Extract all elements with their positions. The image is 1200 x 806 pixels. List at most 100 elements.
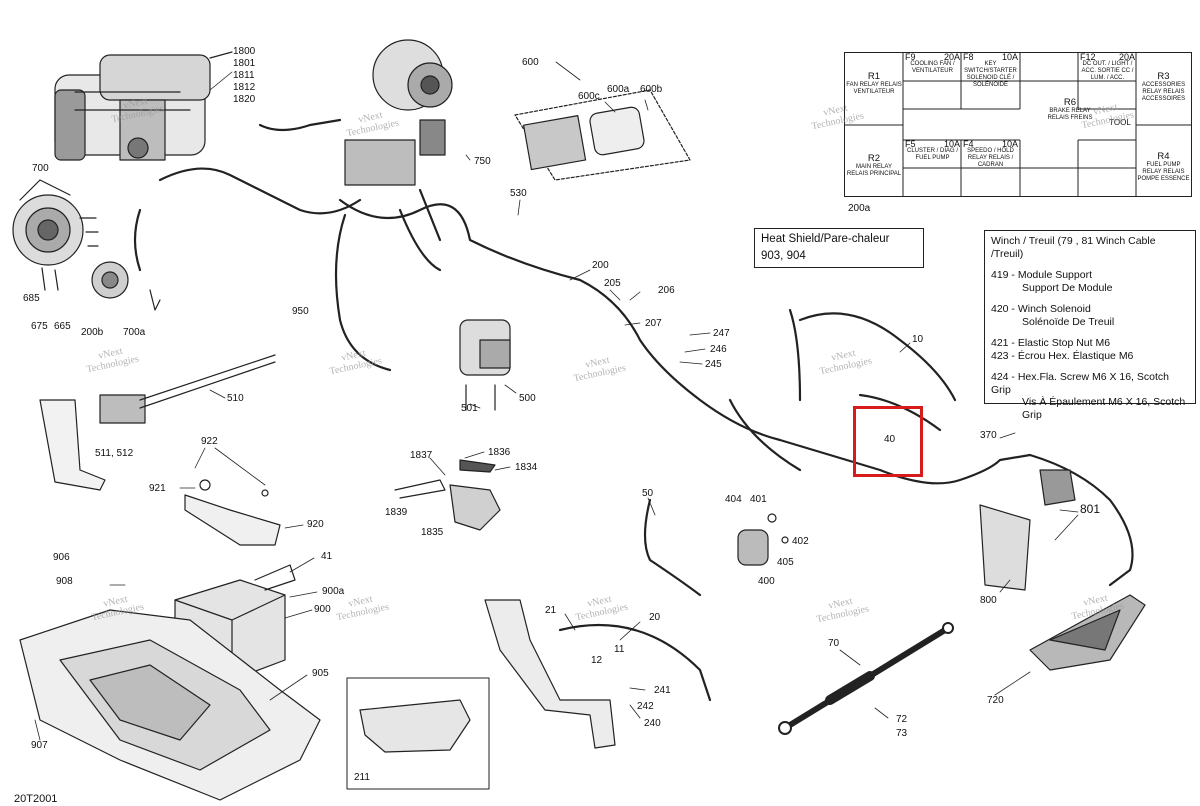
fuse-F12-text: DC OUT. / LIGHT / ACC. SORTIE CC / LUM. … (1081, 61, 1134, 81)
light-720-drawing (1029, 594, 1146, 671)
part-label-511: 511, 512 (95, 448, 134, 459)
relay-R1-text: FAN RELAY RELAIS VENTILATEUR (846, 82, 902, 95)
part-label-905: 905 (312, 668, 329, 679)
part-label-1835: 1835 (421, 527, 444, 538)
fuse-F4-id: F4 (963, 139, 974, 149)
part-label-500: 500 (519, 393, 536, 404)
part-label-1800: 1800 (233, 46, 256, 57)
part-label-1839: 1839 (385, 507, 408, 518)
part-label-247: 247 (713, 328, 730, 339)
heat-shield-211-drawing (359, 699, 471, 753)
winch-item-423: 423 - Écrou Hex. Élastique M6 (991, 349, 1134, 362)
relay-R3-id: R3 (1157, 71, 1170, 82)
fan-700-drawing (12, 179, 161, 311)
part-label-1811: 1811 (233, 70, 255, 81)
battery-tray-905-drawing (19, 609, 321, 801)
part-label-906: 906 (53, 552, 70, 563)
part-label-246: 246 (710, 344, 727, 355)
heat-shield-note: Heat Shield/Pare-chaleur 903, 904 (754, 228, 924, 268)
part-label-720: 720 (987, 695, 1004, 706)
part-label-908: 908 (56, 576, 73, 587)
fuse-F8-text: KEY SWITCH/STARTER SOLENOID CLÉ / SOLÉNO… (964, 61, 1017, 88)
part-label-700: 700 (32, 163, 49, 174)
part-label-501: 501 (461, 403, 478, 414)
winch-item-420-fr: Solénoïde De Treuil (1022, 315, 1115, 328)
part-1835-drawing (394, 459, 501, 531)
part-label-1801: 1801 (233, 58, 256, 69)
part-label-1812: 1812 (233, 82, 256, 93)
part-label-1837: 1837 (410, 450, 433, 461)
part-label-801: 801 (1080, 502, 1101, 516)
heat-shield-line2: 903, 904 (761, 250, 806, 262)
part-label-206: 206 (658, 285, 675, 296)
heat-shield-line1: Heat Shield/Pare-chaleur (761, 233, 890, 245)
part-label-40: 40 (884, 434, 896, 445)
part-label-750: 750 (474, 156, 491, 167)
fuse-F12-amp: 20A (1118, 52, 1135, 62)
part-label-600c: 600c (578, 91, 600, 102)
bracket-511-drawing (39, 354, 276, 491)
part-label-211: 211 (354, 772, 370, 783)
relay-R3-text: ACCESSORIES RELAY RELAIS ACCESSOIRES (1141, 82, 1186, 102)
part-label-245: 245 (705, 359, 722, 370)
part-label-73: 73 (896, 728, 908, 739)
part-label-665: 665 (54, 321, 71, 332)
fuse-F4-amp: 10A (1001, 139, 1018, 149)
fuse-F4-text: SPEEDO / HOLD RELAY RELAIS / CADRAN (967, 148, 1014, 168)
winch-item-421: 421 - Elastic Stop Nut M6 (991, 337, 1111, 349)
part-label-900a: 900a (322, 586, 345, 597)
module-800-drawing (979, 469, 1076, 591)
part-label-11: 11 (614, 644, 625, 655)
part-500-drawing (459, 319, 511, 411)
part-label-242: 242 (637, 701, 654, 712)
part-label-200b: 200b (81, 327, 104, 338)
part-label-921: 921 (149, 483, 166, 494)
winch-assembly-drawing (54, 51, 233, 161)
relay-R6-text: BRAKE RELAY RELAIS FREINS (1047, 108, 1093, 121)
highlighted-part-40 (853, 406, 923, 477)
part-label-401: 401 (750, 494, 767, 505)
part-label-72: 72 (896, 714, 908, 725)
part-label-950: 950 (292, 306, 309, 317)
strut-70-drawing (778, 622, 954, 735)
part-label-41: 41 (321, 551, 333, 562)
part-label-200a: 200a (848, 203, 871, 214)
fuse-F5-id: F5 (905, 139, 916, 149)
part-label-200: 200 (592, 260, 609, 271)
fuse-F5-text: CLUSTER / DIAG / FUEL PUMP (906, 148, 958, 161)
bracket-920-drawing (184, 479, 281, 546)
relay-R2-id: R2 (867, 153, 881, 164)
part-label-800: 800 (980, 595, 997, 606)
part-label-12: 12 (591, 655, 603, 666)
fuse-box-grid (845, 53, 1191, 196)
wiring-harness-drawing (133, 118, 1134, 702)
bracket-240-drawing (484, 599, 616, 749)
part-label-405: 405 (777, 557, 794, 568)
part-label-922: 922 (201, 436, 218, 447)
fuse-F8-id: F8 (963, 52, 974, 62)
fuse-F9-text: COOLING FAN / VENTILATEUR (910, 61, 955, 74)
part-label-600a: 600a (607, 84, 630, 95)
fuse-F9-id: F9 (905, 52, 916, 62)
winch-item-420: 420 - Winch Solenoid (991, 303, 1091, 315)
part-label-685: 685 (23, 293, 40, 304)
part-label-207: 207 (645, 318, 662, 329)
leader-lines (34, 61, 1079, 741)
part-label-1836: 1836 (488, 447, 511, 458)
solenoid-401-drawing (737, 513, 789, 566)
winch-item-419-fr: Support De Module (1022, 281, 1113, 294)
part-label-404: 404 (725, 494, 742, 505)
part-label-241: 241 (654, 685, 671, 696)
tool-slot: TOOL (1109, 118, 1131, 127)
part-label-510: 510 (227, 393, 244, 404)
part-label-600b: 600b (640, 84, 663, 95)
diagram-code: 20T2001 (14, 793, 58, 805)
part-label-70: 70 (828, 638, 840, 649)
